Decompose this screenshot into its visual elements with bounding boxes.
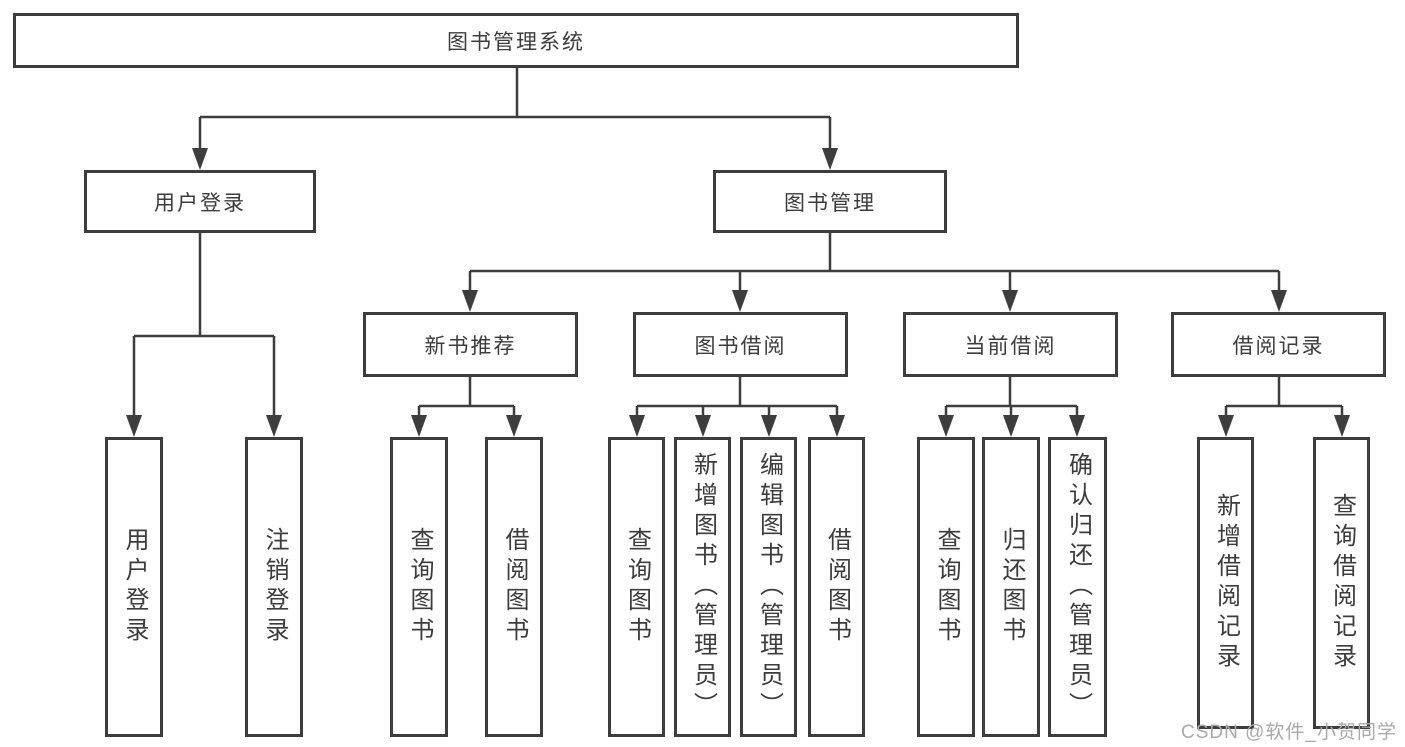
node-label: 用户登录: [154, 191, 246, 215]
leaf-borrow-books: 借阅图书: [808, 437, 865, 737]
node-label: 图书管理系统: [447, 30, 585, 54]
leaf-add-book-admin: 新增图书（管理员）: [674, 437, 731, 737]
leaf-label: 归还图书: [998, 527, 1025, 647]
leaf-label: 借阅图书: [823, 527, 851, 647]
node-label: 借阅记录: [1232, 334, 1325, 358]
leaf-label: 编辑图书（管理员）: [755, 452, 783, 722]
leaf-label: 查询借阅记录: [1328, 493, 1356, 673]
node-label: 新书推荐: [424, 334, 517, 358]
leaf-query-books-recommend: 查询图书: [390, 437, 448, 737]
node-label: 当前借阅: [964, 334, 1057, 358]
leaf-label: 确认归还（管理员）: [1064, 452, 1092, 722]
node-book-management-system: 图书管理系统: [13, 13, 1019, 68]
leaf-label: 查询图书: [406, 527, 433, 647]
leaf-confirm-return-admin: 确认归还（管理员）: [1048, 437, 1107, 737]
node-label: 图书管理: [784, 191, 876, 215]
arrowheads: [126, 148, 1350, 437]
leaf-label: 新增图书（管理员）: [689, 452, 717, 722]
leaf-return-book: 归还图书: [982, 437, 1040, 737]
leaf-label: 查询图书: [623, 527, 651, 647]
leaf-query-borrow-record: 查询借阅记录: [1313, 437, 1370, 729]
leaf-query-books-borrow: 查询图书: [608, 437, 665, 737]
leaf-label: 注销登录: [261, 527, 288, 647]
node-label: 图书借阅: [694, 334, 787, 358]
leaf-borrow-books-recommend: 借阅图书: [485, 437, 543, 737]
node-current-borrowing: 当前借阅: [903, 312, 1118, 377]
leaf-label: 借阅图书: [501, 527, 528, 647]
node-book-management: 图书管理: [713, 170, 947, 233]
node-book-borrowing: 图书借阅: [633, 312, 848, 377]
node-borrowing-records: 借阅记录: [1171, 312, 1386, 377]
leaf-add-borrow-record: 新增借阅记录: [1197, 437, 1254, 729]
leaf-logout: 注销登录: [245, 437, 303, 737]
leaf-label: 用户登录: [121, 527, 148, 647]
leaf-query-books-current: 查询图书: [917, 437, 975, 737]
leaf-label: 查询图书: [933, 527, 960, 647]
leaf-label: 新增借阅记录: [1212, 493, 1240, 673]
node-new-book-recommend: 新书推荐: [363, 312, 578, 377]
leaf-edit-book-admin: 编辑图书（管理员）: [740, 437, 797, 737]
leaf-user-login: 用户登录: [105, 437, 163, 737]
csdn-watermark: CSDN @软件_小贺同学: [1181, 722, 1397, 743]
node-user-login: 用户登录: [84, 170, 316, 233]
